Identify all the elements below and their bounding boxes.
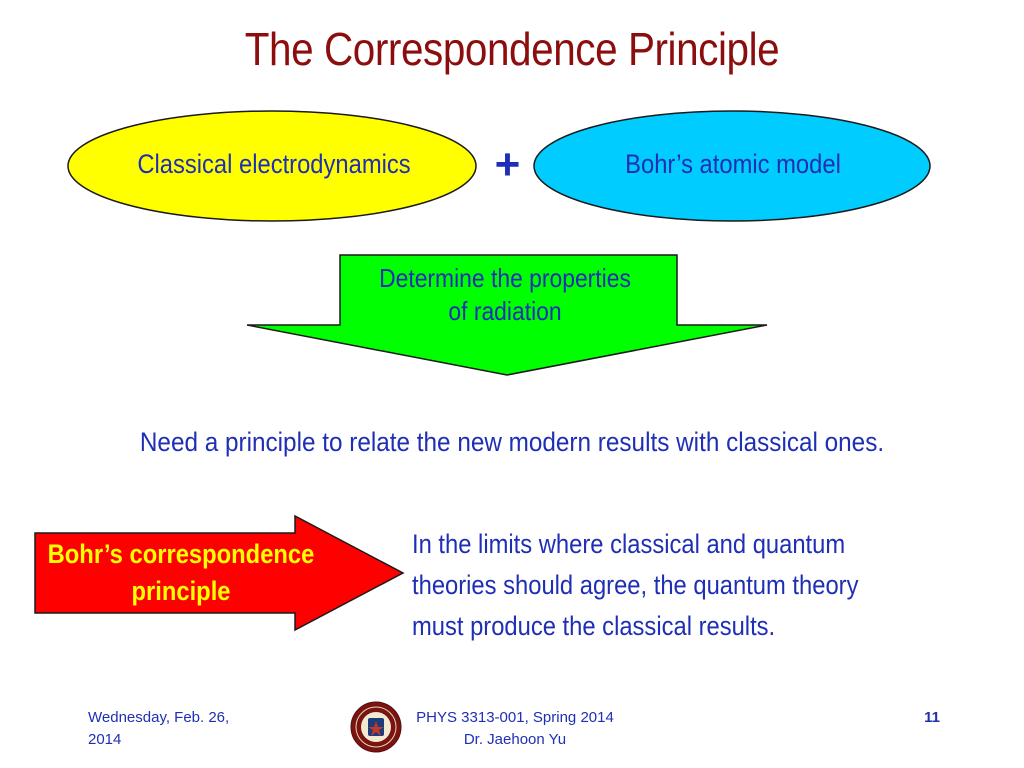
footer-date-line-2: 2014 bbox=[88, 731, 122, 748]
slide-title: The Correspondence Principle bbox=[244, 23, 780, 75]
radiation-arrow-line-2: of radiation bbox=[448, 296, 562, 326]
limits-line-3: must produce the classical results. bbox=[412, 611, 776, 641]
footer-course-info: PHYS 3313-001, Spring 2014 Dr. Jaehoon Y… bbox=[405, 707, 625, 751]
limits-explanation: In the limits where classical and quantu… bbox=[412, 524, 931, 647]
radiation-arrow-label: Determine the properties of radiation bbox=[360, 262, 650, 328]
plus-sign: + bbox=[494, 140, 521, 189]
radiation-arrow-line-1: Determine the properties bbox=[379, 263, 631, 293]
limits-line-1: In the limits where classical and quantu… bbox=[412, 529, 846, 559]
bohr-atomic-model-label: Bohr’s atomic model bbox=[625, 149, 841, 179]
classical-electrodynamics-ellipse bbox=[67, 110, 477, 222]
footer-date-line-1: Wednesday, Feb. 26, bbox=[88, 709, 230, 726]
footer-date: Wednesday, Feb. 26, 2014 bbox=[88, 707, 288, 751]
radiation-down-arrow bbox=[246, 254, 768, 376]
footer-course: PHYS 3313-001, Spring 2014 bbox=[416, 709, 614, 726]
footer-instructor: Dr. Jaehoon Yu bbox=[463, 731, 567, 748]
bohr-atomic-model-ellipse bbox=[533, 110, 931, 222]
bohr-principle-label: Bohr’s correspondence principle bbox=[45, 536, 318, 610]
bohr-principle-arrow bbox=[34, 514, 405, 632]
limits-line-2: theories should agree, the quantum theor… bbox=[412, 570, 859, 600]
bohr-principle-line-1: Bohr’s correspondence bbox=[47, 539, 315, 569]
classical-electrodynamics-label: Classical electrodynamics bbox=[137, 149, 411, 179]
need-principle-text: Need a principle to relate the new moder… bbox=[139, 427, 885, 457]
bohr-principle-line-2: principle bbox=[131, 576, 231, 606]
footer-page-number: 11 bbox=[924, 709, 940, 726]
university-seal-icon bbox=[350, 701, 402, 753]
